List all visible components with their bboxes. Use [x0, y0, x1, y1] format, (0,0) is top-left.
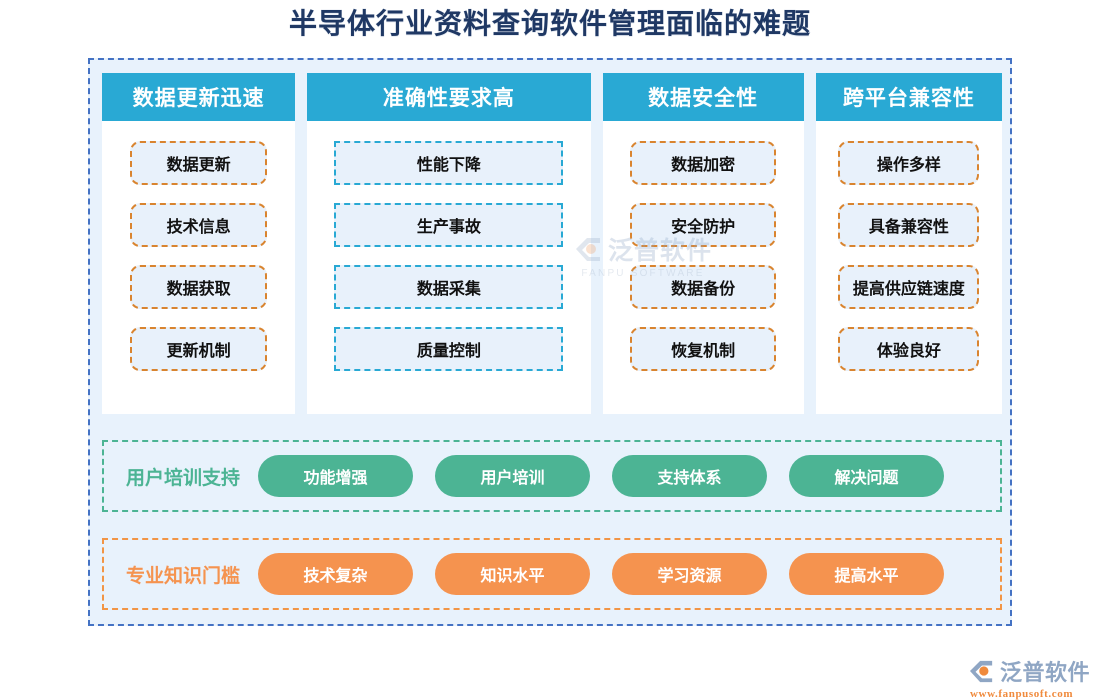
pill-item[interactable]: 用户培训 [435, 455, 591, 497]
pill-item[interactable]: 技术复杂 [258, 553, 414, 595]
chip-item[interactable]: 性能下降 [334, 141, 564, 185]
chip-item[interactable]: 具备兼容性 [838, 203, 980, 247]
logo-top: 泛普软件 [968, 655, 1090, 687]
chip-item[interactable]: 数据加密 [630, 141, 777, 185]
main-panel: 数据更新迅速 数据更新 技术信息 数据获取 更新机制 准确性要求高 性能下降 生… [88, 58, 1012, 626]
column-body-4: 操作多样 具备兼容性 提高供应链速度 体验良好 [816, 121, 1002, 414]
column-card-1: 数据更新迅速 数据更新 技术信息 数据获取 更新机制 [102, 73, 296, 414]
chip-item[interactable]: 数据采集 [334, 265, 564, 309]
band-user-training: 用户培训支持 功能增强 用户培训 支持体系 解决问题 [102, 440, 1002, 512]
column-header-2: 准确性要求高 [307, 73, 591, 121]
columns-container: 数据更新迅速 数据更新 技术信息 数据获取 更新机制 准确性要求高 性能下降 生… [102, 73, 1003, 414]
column-header-3: 数据安全性 [602, 73, 804, 121]
pill-row-green: 功能增强 用户培训 支持体系 解决问题 [258, 455, 945, 497]
pill-item[interactable]: 功能增强 [258, 455, 414, 497]
column-body-1: 数据更新 技术信息 数据获取 更新机制 [102, 121, 295, 414]
pill-item[interactable]: 提高水平 [789, 553, 945, 595]
column-card-4: 跨平台兼容性 操作多样 具备兼容性 提高供应链速度 体验良好 [815, 73, 1003, 414]
column-header-1: 数据更新迅速 [102, 73, 296, 121]
chip-item[interactable]: 体验良好 [838, 327, 980, 371]
chip-item[interactable]: 数据备份 [630, 265, 777, 309]
column-body-2: 性能下降 生产事故 数据采集 质量控制 [307, 121, 590, 414]
chip-item[interactable]: 生产事故 [334, 203, 564, 247]
fanpu-logo-icon [970, 660, 993, 683]
chip-item[interactable]: 数据更新 [130, 141, 268, 185]
page-title: 半导体行业资料查询软件管理面临的难题 [288, 8, 811, 40]
band-label-green: 用户培训支持 [126, 467, 241, 489]
chip-item[interactable]: 质量控制 [334, 327, 564, 371]
column-card-2: 准确性要求高 性能下降 生产事故 数据采集 质量控制 [307, 73, 591, 414]
band-label-orange: 专业知识门槛 [126, 565, 241, 587]
chip-item[interactable]: 提高供应链速度 [838, 265, 980, 309]
chip-item[interactable]: 安全防护 [630, 203, 777, 247]
pill-item[interactable]: 知识水平 [435, 553, 591, 595]
pill-item[interactable]: 支持体系 [612, 455, 768, 497]
column-body-3: 数据加密 安全防护 数据备份 恢复机制 [603, 121, 804, 414]
chip-item[interactable]: 恢复机制 [630, 327, 777, 371]
column-card-3: 数据安全性 数据加密 安全防护 数据备份 恢复机制 [602, 73, 804, 414]
pill-item[interactable]: 学习资源 [612, 553, 768, 595]
band-knowledge-threshold: 专业知识门槛 技术复杂 知识水平 学习资源 提高水平 [102, 538, 1002, 610]
logo-url: www.fanpusoft.com [970, 688, 1074, 700]
pill-item[interactable]: 解决问题 [789, 455, 945, 497]
pill-row-orange: 技术复杂 知识水平 学习资源 提高水平 [258, 553, 945, 595]
chip-item[interactable]: 数据获取 [130, 265, 268, 309]
logo-text: 泛普软件 [1000, 660, 1091, 685]
fanpu-logo: 泛普软件 www.fanpusoft.com [968, 655, 1094, 700]
chip-item[interactable]: 操作多样 [838, 141, 980, 185]
chip-item[interactable]: 更新机制 [130, 327, 268, 371]
column-header-4: 跨平台兼容性 [815, 73, 1003, 121]
chip-item[interactable]: 技术信息 [130, 203, 268, 247]
